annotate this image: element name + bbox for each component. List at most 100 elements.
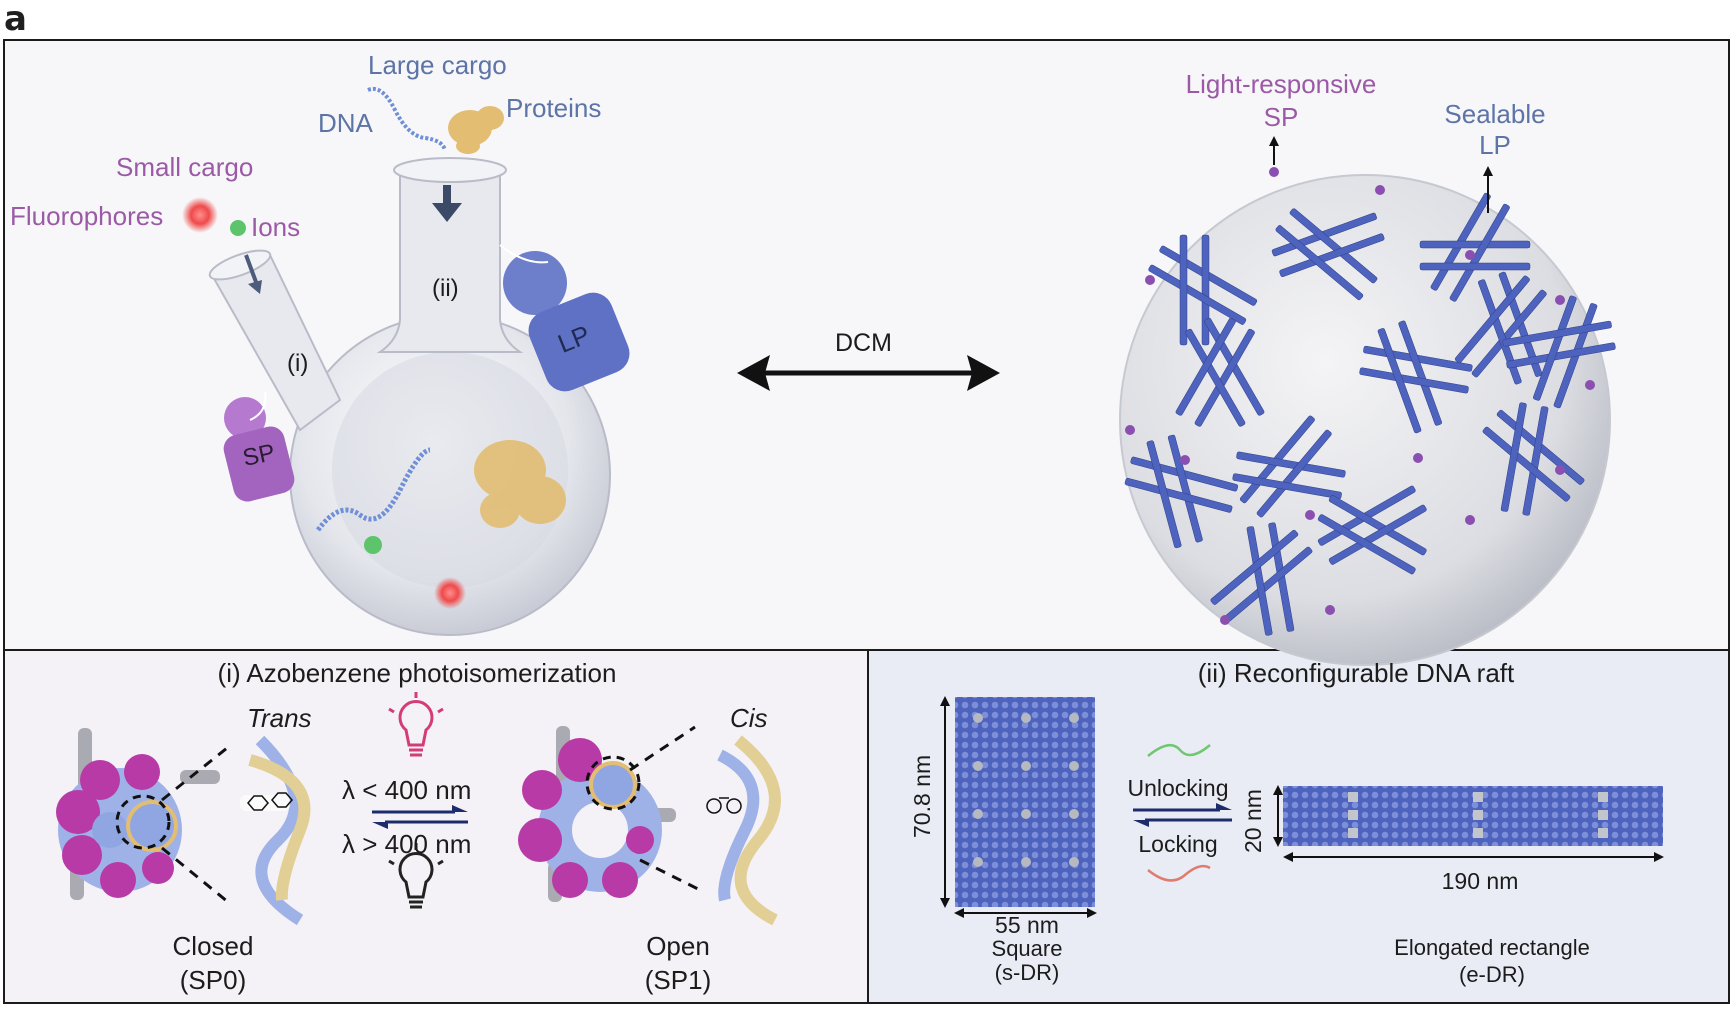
raft-anchor: [1473, 828, 1483, 838]
ions-label: Ions: [251, 212, 301, 242]
raft-bundle: [1419, 262, 1531, 271]
square-code-label: (s-DR): [994, 960, 1060, 985]
raft-bundle: [1482, 426, 1571, 502]
rectangle-dna-raft: [1283, 786, 1663, 846]
raft-anchor: [1598, 810, 1608, 820]
raft-anchor: [1598, 792, 1608, 802]
dcm-double-arrow: [737, 355, 1000, 391]
light-responsive-label: Light-responsive: [1185, 69, 1377, 99]
raft-bundle: [1471, 289, 1547, 378]
raft-anchor: [1021, 809, 1031, 819]
raft-bundle: [1124, 477, 1233, 513]
sp-marker: [1145, 275, 1155, 285]
raft-anchor: [1069, 713, 1079, 723]
square-name-label: Square: [991, 936, 1063, 961]
raft-anchor: [1069, 809, 1079, 819]
raft-bundle: [1454, 275, 1530, 364]
sp-marker: [1585, 380, 1595, 390]
fluorophore-glow: [182, 197, 218, 233]
cis-dna-helix: [706, 735, 781, 926]
dcm-sphere: [1119, 167, 1616, 666]
open-sp-model: [518, 726, 676, 902]
raft-bundle: [1502, 320, 1612, 347]
rect-code-label: (e-DR): [1459, 962, 1525, 987]
dark-bulb-icon: [388, 843, 444, 909]
raft-bundle: [1449, 203, 1510, 302]
raft-bundle: [1317, 514, 1416, 575]
dna-raft-title: (ii) Reconfigurable DNA raft: [1197, 658, 1515, 688]
open-code-label: (SP1): [644, 965, 712, 995]
raft-bundle: [1478, 279, 1522, 385]
raft-anchor: [973, 857, 983, 867]
raft-bundle: [1500, 402, 1527, 512]
dna-label: DNA: [318, 108, 373, 138]
raft-bundle: [1146, 440, 1182, 549]
raft-bundle: [1175, 317, 1236, 416]
lock-equilibrium-arrows: [1133, 743, 1232, 882]
lambda-gt-label: λ > 400 nm: [342, 829, 472, 859]
raft-bundle: [1167, 434, 1203, 543]
raft-bundle: [1148, 264, 1247, 325]
raft-bundle: [1398, 320, 1442, 426]
raft-anchor: [1348, 792, 1358, 802]
trans-label: Trans: [247, 703, 312, 733]
square-width-label: 55 nm: [995, 912, 1059, 938]
raft-anchor: [1598, 828, 1608, 838]
large-cargo-label: Large cargo: [368, 50, 507, 80]
sp-marker: [1305, 510, 1315, 520]
closed-label: Closed: [172, 931, 254, 961]
proteins-label: Proteins: [506, 93, 602, 123]
locking-label: Locking: [1138, 831, 1218, 857]
raft-anchor: [1021, 761, 1031, 771]
raft-bundle: [1179, 234, 1188, 346]
raft-bundle: [1419, 240, 1531, 249]
raft-bundle: [1359, 367, 1469, 394]
raft-bundle: [1236, 451, 1346, 478]
raft-bundle: [1506, 342, 1616, 369]
unlocking-label: Unlocking: [1127, 775, 1229, 801]
sp-marker: [1269, 167, 1279, 177]
raft-bundle: [1210, 529, 1299, 605]
azobenzene-title: (i) Azobenzene photoisomerization: [217, 658, 617, 688]
neck-ii-label: (ii): [432, 275, 459, 302]
raft-bundle: [1279, 233, 1385, 277]
fluorophores-label: Fluorophores: [10, 201, 164, 231]
raft-bundle: [1232, 473, 1342, 500]
raft-anchor: [973, 809, 983, 819]
raft-bundle: [1246, 526, 1273, 636]
raft-bundle: [1377, 328, 1422, 434]
square-height-label: 70.8 nm: [909, 754, 935, 838]
closed-sp-model: [56, 728, 220, 900]
rect-width-label: 190 nm: [1441, 868, 1519, 894]
sp-marker: [1220, 615, 1230, 625]
ion-dot: [230, 220, 246, 236]
sp-marker: [1180, 455, 1190, 465]
sp-marker: [1465, 250, 1475, 260]
red-bulb-icon: [388, 692, 444, 757]
neck-i-label: (i): [287, 350, 309, 377]
sp-marker: [1413, 453, 1423, 463]
raft-anchor: [1021, 713, 1031, 723]
sp-marker: [1325, 605, 1335, 615]
raft-anchor: [1348, 828, 1358, 838]
closed-code-label: (SP0): [179, 965, 247, 995]
raft-bundle: [1201, 234, 1210, 346]
photo-equilibrium-arrows: [372, 805, 468, 829]
sp-marker: [1375, 185, 1385, 195]
sp-stopper-label: SP: [240, 438, 278, 473]
raft-anchor: [1069, 761, 1079, 771]
trans-dna-helix: [240, 735, 311, 926]
raft-anchor: [1348, 810, 1358, 820]
flask: [208, 157, 611, 636]
raft-anchor: [1473, 810, 1483, 820]
protein-cargo: [448, 106, 504, 154]
open-label: Open: [646, 931, 710, 961]
raft-anchor: [1021, 857, 1031, 867]
raft-bundle: [1275, 225, 1364, 301]
panel-letter: a: [4, 0, 27, 39]
sp-marker: [1465, 515, 1475, 525]
dcm-label: DCM: [835, 329, 892, 357]
rect-height-label: 20 nm: [1240, 789, 1266, 853]
sp-stopper: [223, 391, 295, 502]
sp-callout-label: SP: [1263, 102, 1299, 132]
